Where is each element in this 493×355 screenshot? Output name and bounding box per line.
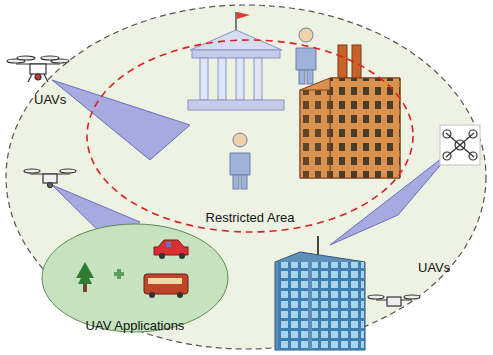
uav-label: UAVs [34, 92, 66, 107]
restricted-area-region: Restricted Area [85, 38, 415, 234]
region-label: UAV Applications [86, 318, 185, 333]
region-outline [40, 222, 230, 334]
application-region: UAV Applications [40, 222, 230, 334]
uav-label: UAVs [418, 260, 450, 275]
region-label: Restricted Area [206, 210, 295, 225]
region-outline [85, 38, 415, 234]
